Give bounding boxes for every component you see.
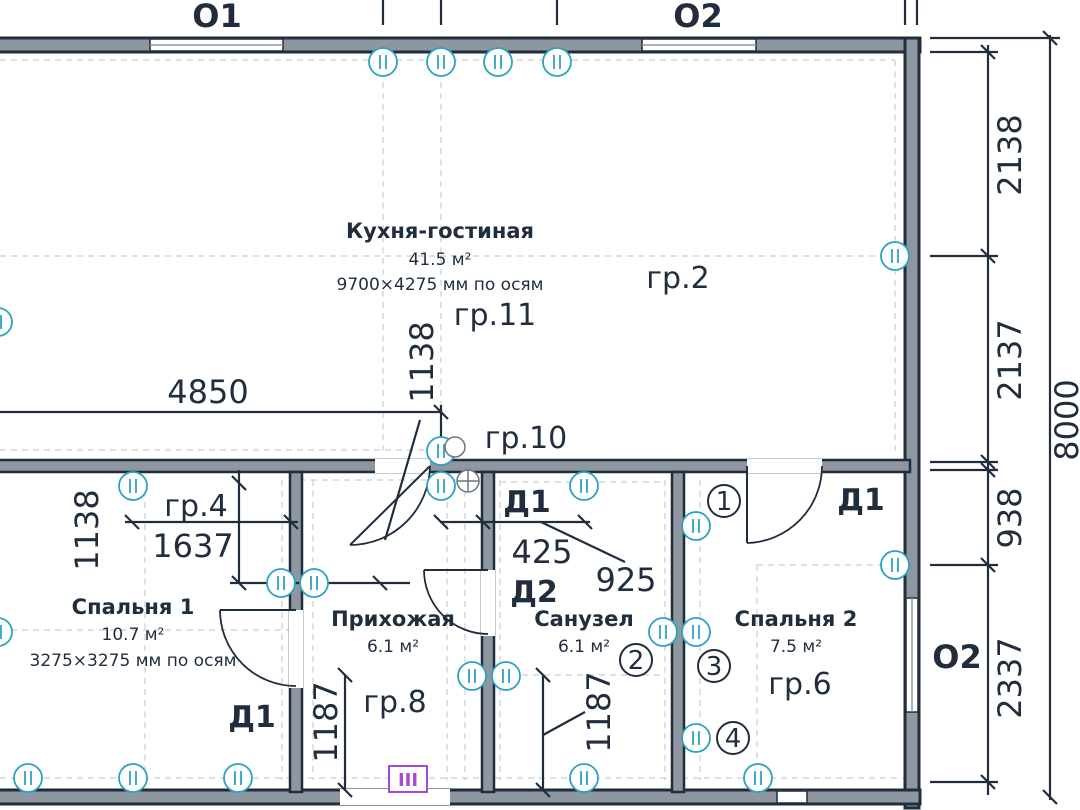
room-dims-kitchen: 9700×4275 мм по осям — [337, 275, 544, 295]
socket-icon — [743, 763, 773, 793]
dim-1138-kitchen: 1138 — [403, 321, 441, 402]
door-label-bedroom-1: Д1 — [228, 700, 276, 735]
dim-938: 938 — [991, 487, 1029, 548]
panel-label: III — [398, 770, 418, 791]
marker-4: 4 — [716, 721, 750, 755]
dim-8000: 8000 — [1048, 379, 1080, 460]
room-name-hallway: Прихожая — [331, 607, 455, 631]
socket-icon — [0, 307, 13, 337]
dimension-lines — [0, 0, 1060, 805]
marker-3: 3 — [697, 649, 731, 683]
socket-icon — [266, 568, 296, 598]
dim-4850: 4850 — [167, 373, 248, 411]
electrical-panel-icon: III — [388, 765, 428, 793]
group-label-2: гр.2 — [646, 261, 709, 296]
dim-2337: 2337 — [991, 637, 1029, 718]
room-area-bedroom-1: 10.7 м² — [102, 625, 165, 645]
dim-2137: 2137 — [991, 319, 1029, 400]
group-label-6: гр.6 — [768, 667, 831, 702]
dim-1187-bathroom: 1187 — [580, 671, 618, 752]
socket-icon — [880, 241, 910, 271]
socket-icon — [491, 661, 521, 691]
door-label-bathroom: Д1 — [503, 485, 551, 520]
group-label-8: гр.8 — [363, 685, 426, 720]
window-label-right: О2 — [932, 638, 981, 676]
room-area-bedroom-2: 7.5 м² — [770, 637, 822, 657]
group-label-11: гр.11 — [454, 298, 537, 333]
room-name-kitchen: Кухня-гостиная — [346, 219, 534, 243]
socket-icon — [681, 511, 711, 541]
socket-icon — [880, 550, 910, 580]
socket-icon — [426, 471, 456, 501]
room-area-hallway: 6.1 м² — [367, 637, 419, 657]
room-name-bedroom-1: Спальня 1 — [72, 595, 195, 619]
marker-1: 1 — [707, 484, 741, 518]
socket-icon — [681, 723, 711, 753]
dim-925: 925 — [595, 561, 656, 599]
dim-425: 425 — [511, 533, 572, 571]
window-openings — [149, 38, 919, 804]
dim-1187-hallway: 1187 — [307, 681, 345, 762]
room-dims-bedroom-1: 3275×3275 мм по осям — [30, 651, 237, 671]
socket-icon — [13, 763, 43, 793]
socket-symbols — [0, 47, 910, 793]
dim-2138: 2138 — [991, 114, 1029, 195]
socket-icon — [426, 47, 456, 77]
socket-icon — [223, 763, 253, 793]
window-label-top-left: О1 — [192, 0, 241, 35]
socket-icon — [299, 568, 329, 598]
dim-1138-bedroom: 1138 — [68, 489, 106, 570]
socket-icon — [118, 763, 148, 793]
room-area-kitchen: 41.5 м² — [409, 250, 472, 270]
socket-icon — [681, 617, 711, 647]
socket-icon — [569, 763, 599, 793]
socket-icon — [542, 47, 572, 77]
doors — [219, 459, 823, 805]
svg-text:3: 3 — [706, 652, 723, 682]
socket-icon — [368, 47, 398, 77]
dim-1637: 1637 — [152, 527, 233, 565]
window-label-top-right: О2 — [673, 0, 722, 35]
socket-icon — [0, 617, 13, 647]
room-name-bedroom-2: Спальня 2 — [735, 607, 858, 631]
socket-icon — [483, 47, 513, 77]
door-label-d2: Д2 — [510, 575, 558, 610]
group-label-10: гр.10 — [485, 421, 568, 456]
socket-icon — [569, 471, 599, 501]
group-label-4: гр.4 — [164, 489, 227, 524]
junction-icon — [444, 436, 480, 493]
room-area-bathroom: 6.1 м² — [558, 637, 610, 657]
door-label-bedroom-2: Д1 — [837, 483, 885, 518]
socket-icon — [457, 661, 487, 691]
svg-text:4: 4 — [725, 724, 742, 754]
room-name-bathroom: Санузел — [534, 607, 634, 631]
socket-icon — [118, 471, 148, 501]
socket-icon — [648, 617, 678, 647]
svg-text:2: 2 — [628, 646, 645, 676]
svg-text:1: 1 — [716, 487, 733, 517]
marker-2: 2 — [619, 643, 653, 677]
